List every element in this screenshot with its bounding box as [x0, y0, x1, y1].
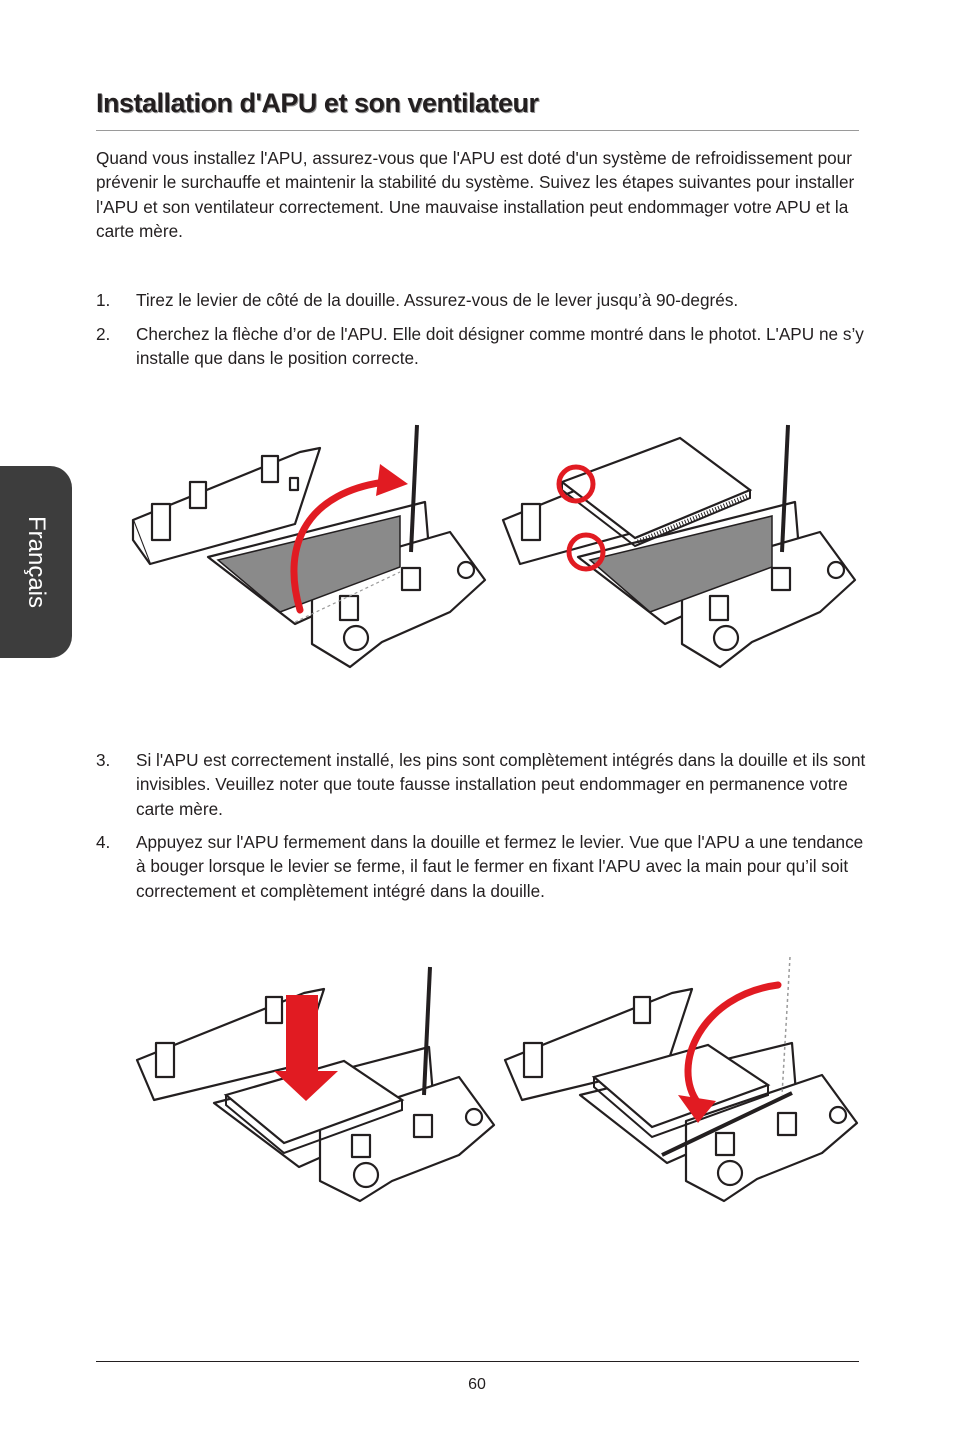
page-number: 60: [468, 1376, 486, 1393]
step-number: 2.: [96, 324, 111, 344]
footer-divider: [96, 1361, 859, 1362]
language-tab-label: Français: [23, 515, 50, 609]
step-text: Appuyez sur l'APU fermement dans la doui…: [136, 832, 864, 901]
page-title: Installation d'APU et son ventilateur: [96, 88, 539, 118]
figure-close-lever: [503, 956, 859, 1203]
language-tab: Français: [0, 466, 72, 658]
step-text: Si l'APU est correctement installé, les …: [136, 750, 866, 819]
step-number: 1.: [96, 290, 111, 310]
intro-paragraph: Quand vous installez l'APU, assurez-vous…: [96, 148, 855, 241]
step-text: Tirez le levier de côté de la douille. A…: [136, 290, 739, 310]
step-4: 4. Appuyez sur l'APU fermement dans la d…: [96, 830, 866, 903]
figure-apu-alignment: [501, 424, 857, 669]
title-divider: [96, 130, 859, 131]
step-1: 1. Tirez le levier de côté de la douille…: [96, 288, 866, 312]
figure-lever-raised: [131, 424, 487, 669]
step-number: 3.: [96, 750, 111, 770]
step-3: 3. Si l'APU est correctement installé, l…: [96, 748, 866, 821]
step-2: 2. Cherchez la flèche d’or de l'APU. Ell…: [96, 322, 866, 371]
step-number: 4.: [96, 832, 111, 852]
figure-press-apu: [135, 966, 496, 1203]
step-text: Cherchez la flèche d’or de l'APU. Elle d…: [136, 324, 864, 369]
